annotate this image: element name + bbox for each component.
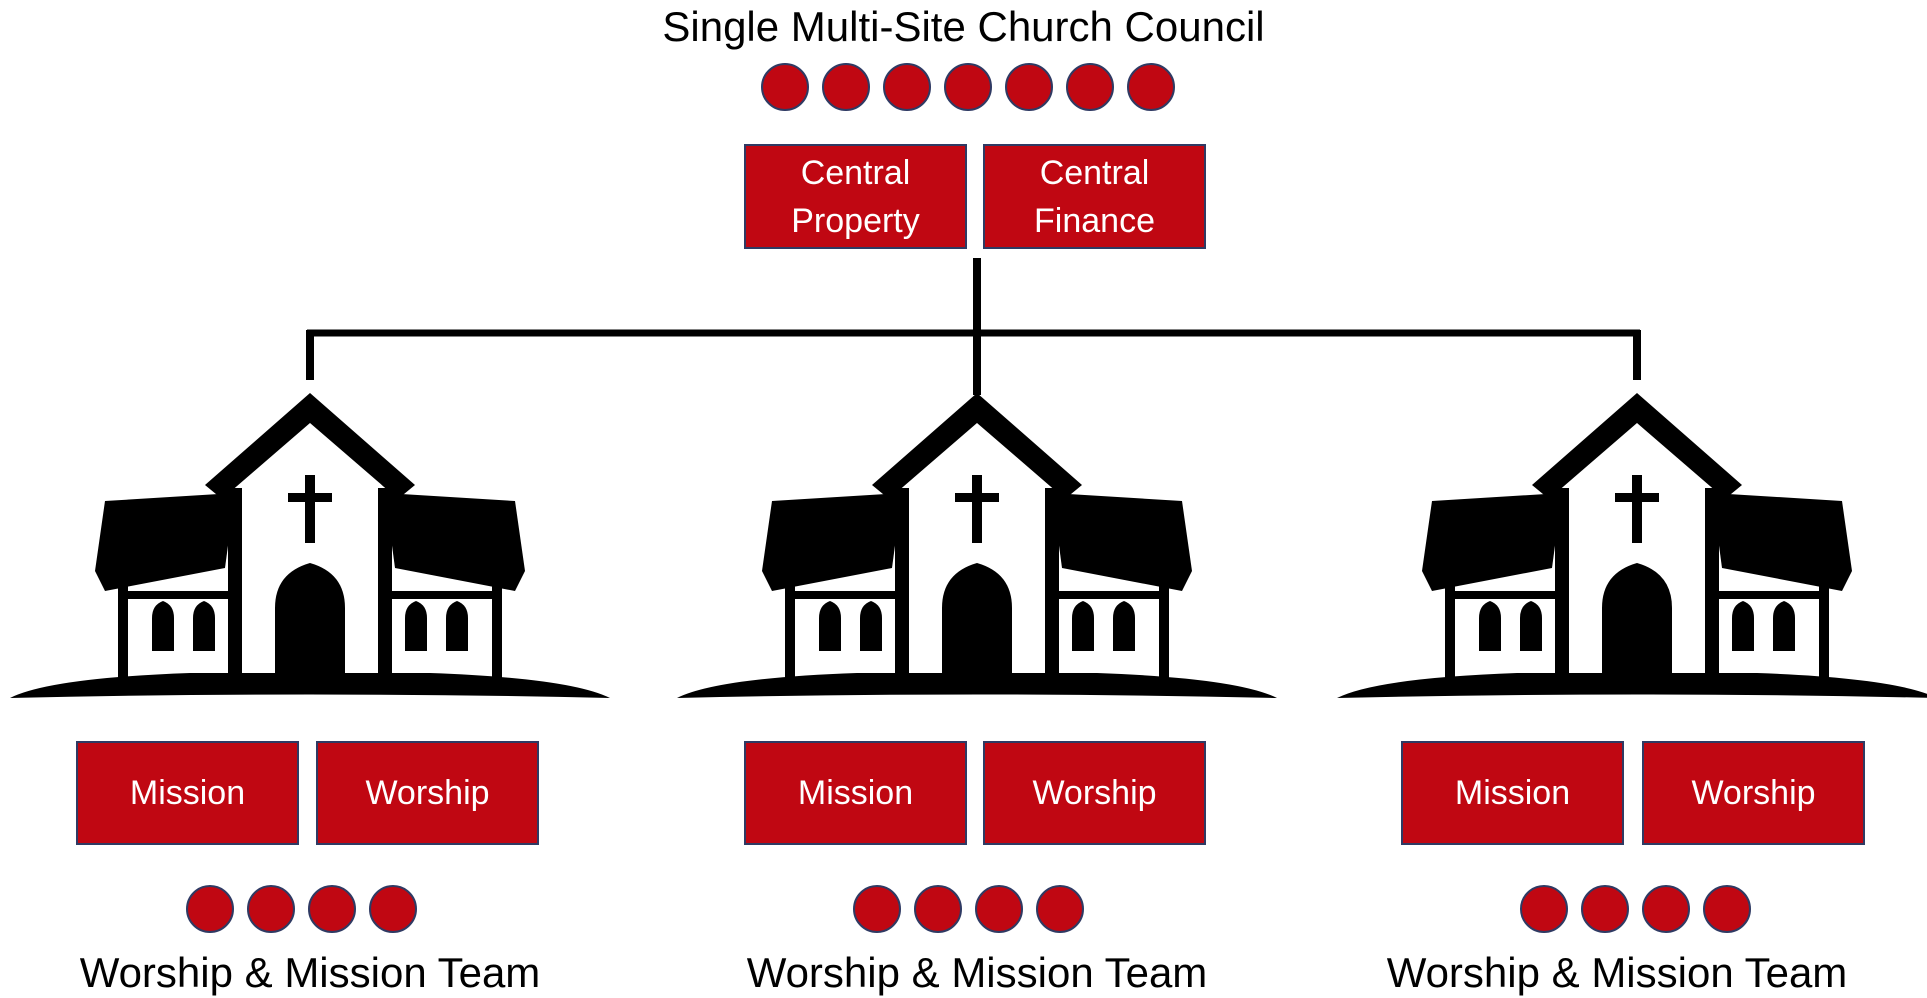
member-dot-icon [247,885,295,933]
site-1-worship-box: Worship [316,741,539,845]
site-2-mission-box: Mission [744,741,967,845]
member-dot-icon [1066,63,1114,111]
member-dot-icon [1642,885,1690,933]
site-1-members [186,885,417,933]
member-dot-icon [883,63,931,111]
mission-label: Mission [797,774,914,812]
worship-label: Worship [1032,774,1157,812]
mission-label: Mission [1454,774,1571,812]
central-finance-box: Central Finance [983,144,1206,249]
member-dot-icon [761,63,809,111]
member-dot-icon [944,63,992,111]
council-members [761,63,1175,111]
central-property-box: Central Property [744,144,967,249]
site-2-members [853,885,1084,933]
site-1-team-label: Worship & Mission Team [79,949,541,996]
member-dot-icon [853,885,901,933]
site-3-worship-box: Worship [1642,741,1865,845]
member-dot-icon [822,63,870,111]
member-dot-icon [186,885,234,933]
member-dot-icon [975,885,1023,933]
central-finance-label: Central Finance [1034,153,1155,240]
member-dot-icon [1127,63,1175,111]
member-dot-icon [1703,885,1751,933]
site-2-worship-box: Worship [983,741,1206,845]
member-dot-icon [1520,885,1568,933]
member-dot-icon [1581,885,1629,933]
member-dot-icon [1005,63,1053,111]
mission-label: Mission [129,774,246,812]
member-dot-icon [308,885,356,933]
site-3-mission-box: Mission [1401,741,1624,845]
site-3-members [1520,885,1751,933]
church-icon [1337,393,1927,698]
council-title: Single Multi-Site Church Council [662,3,1265,50]
church-icon [10,393,610,698]
church-icon [677,393,1277,698]
site-3-team-label: Worship & Mission Team [1386,949,1848,996]
worship-label: Worship [365,774,490,812]
site-2-team-label: Worship & Mission Team [746,949,1208,996]
member-dot-icon [369,885,417,933]
member-dot-icon [914,885,962,933]
worship-label: Worship [1691,774,1816,812]
site-1-mission-box: Mission [76,741,299,845]
central-property-label: Central Property [791,153,920,240]
member-dot-icon [1036,885,1084,933]
